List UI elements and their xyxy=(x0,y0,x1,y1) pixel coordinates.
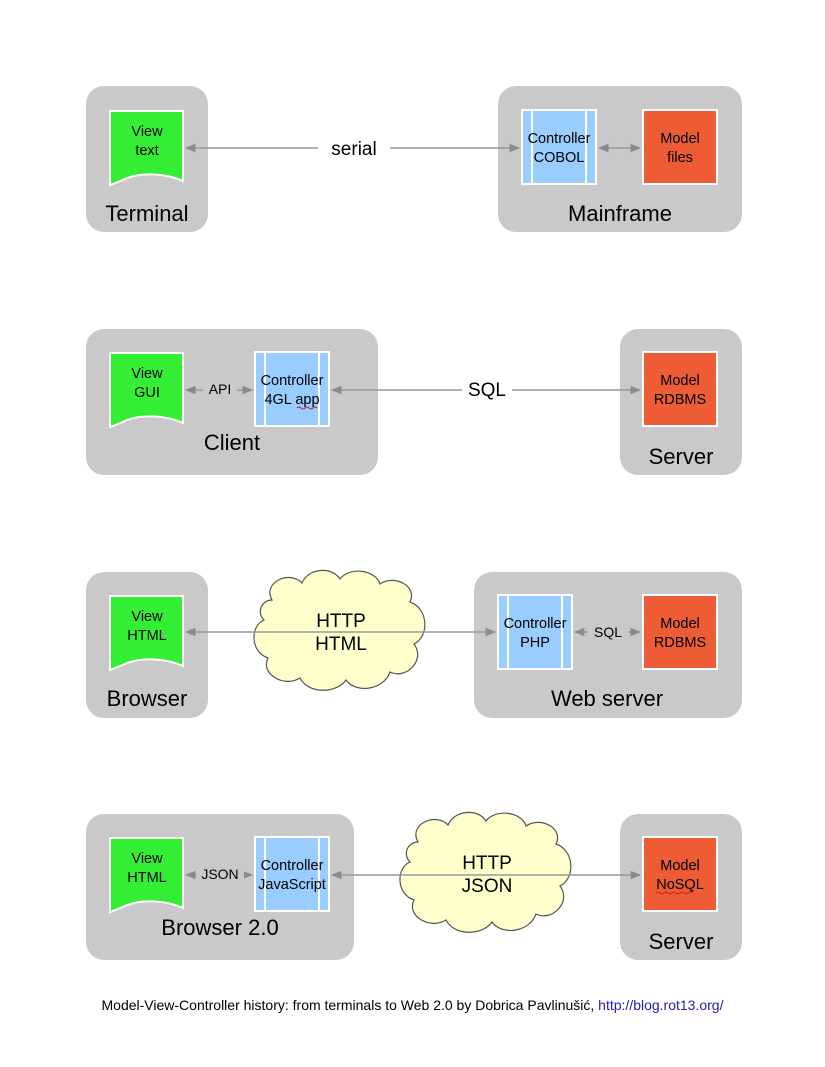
view-label: View xyxy=(131,851,163,867)
controller-sublabel: JavaScript xyxy=(258,877,326,893)
json-label: JSON xyxy=(201,866,238,882)
mainframe-label: Mainframe xyxy=(568,201,672,226)
view-text-box xyxy=(109,110,184,187)
model-label: Model xyxy=(660,858,700,874)
server-label: Server xyxy=(649,444,714,469)
cloud-label-format: JSON xyxy=(462,876,513,897)
view-gui-box xyxy=(109,352,184,429)
model-sublabel: RDBMS xyxy=(654,392,706,408)
view-sublabel: HTML xyxy=(127,870,166,886)
view-sublabel: HTML xyxy=(127,628,166,644)
controller-label: Controller xyxy=(528,131,591,147)
controller-php-box xyxy=(497,594,573,670)
model-label: Model xyxy=(660,616,700,632)
model-sublabel: NoSQL xyxy=(656,877,704,893)
client-label: Client xyxy=(204,430,260,455)
blog-link[interactable]: http://blog.rot13.org/ xyxy=(598,997,724,1013)
controller-label: Controller xyxy=(261,373,324,389)
model-files-box xyxy=(642,109,718,185)
view-html-box xyxy=(109,837,184,914)
view-sublabel: text xyxy=(135,143,158,159)
webserver-label: Web server xyxy=(551,686,663,711)
serial-label: serial xyxy=(331,139,376,160)
controller-cobol-box xyxy=(521,109,597,185)
spellcheck-underline xyxy=(655,891,693,895)
spellcheck-underline xyxy=(296,406,318,410)
view-html-box xyxy=(109,595,184,672)
caption-text: Model-View-Controller history: from term… xyxy=(101,997,595,1013)
controller-label: Controller xyxy=(504,616,567,632)
model-label: Model xyxy=(660,373,700,389)
browser2-label: Browser 2.0 xyxy=(161,915,278,940)
model-nosql-box xyxy=(642,836,718,912)
view-sublabel: GUI xyxy=(134,385,160,401)
server-label: Server xyxy=(649,929,714,954)
terminal-label: Terminal xyxy=(105,201,188,226)
view-label: View xyxy=(131,366,163,382)
model-rdbms-box xyxy=(642,351,718,427)
view-label: View xyxy=(131,124,163,140)
sql-label: SQL xyxy=(594,624,622,640)
model-label: Model xyxy=(660,131,700,147)
cloud-label-protocol: HTTP xyxy=(316,611,366,632)
cloud-label-format: HTML xyxy=(315,634,367,655)
browser-label: Browser xyxy=(107,686,188,711)
model-sublabel: RDBMS xyxy=(654,635,706,651)
controller-label: Controller xyxy=(261,858,324,874)
controller-4gl-box xyxy=(254,351,330,427)
view-label: View xyxy=(131,609,163,625)
controller-sublabel: COBOL xyxy=(534,150,585,166)
controller-javascript-box xyxy=(254,836,330,912)
controller-sublabel: PHP xyxy=(520,635,550,651)
api-label: API xyxy=(209,381,232,397)
footer-caption: Model-View-Controller history: from term… xyxy=(0,997,825,1013)
cloud-label-protocol: HTTP xyxy=(462,853,512,874)
model-sublabel: files xyxy=(667,150,693,166)
sql-label: SQL xyxy=(468,380,506,401)
controller-sublabel: 4GL app xyxy=(264,392,319,408)
model-rdbms-box xyxy=(642,594,718,670)
